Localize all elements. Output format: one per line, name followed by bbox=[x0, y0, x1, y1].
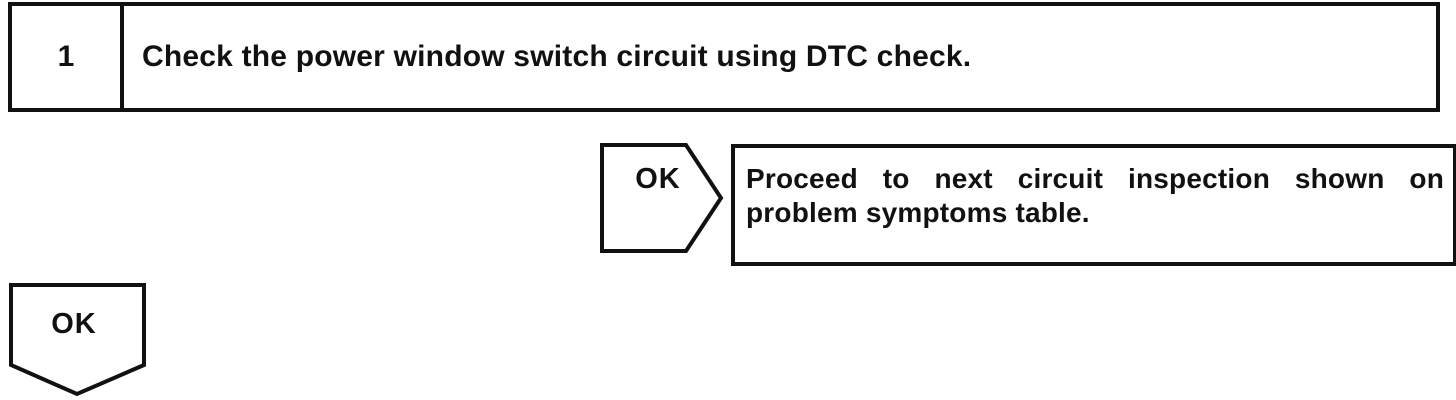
ok-connector-right-icon: OK bbox=[600, 143, 724, 253]
result-text-line-1: Proceed to next circuit inspection shown… bbox=[746, 163, 1444, 194]
ok-right-pentagon-shape bbox=[600, 143, 724, 253]
ok-connector-down-icon: OK bbox=[9, 283, 146, 397]
result-box: Proceed to next circuit inspection shown… bbox=[731, 144, 1456, 266]
step-number: 1 bbox=[12, 6, 124, 108]
result-text-line-2: problem symptoms table. bbox=[746, 197, 1090, 228]
step-instruction: Check the power window switch circuit us… bbox=[142, 40, 972, 73]
step-box: 1 Check the power window switch circuit … bbox=[8, 2, 1440, 112]
ok-down-label: OK bbox=[51, 308, 97, 340]
ok-down-pentagon-shape bbox=[9, 283, 146, 397]
ok-right-label: OK bbox=[635, 163, 681, 195]
